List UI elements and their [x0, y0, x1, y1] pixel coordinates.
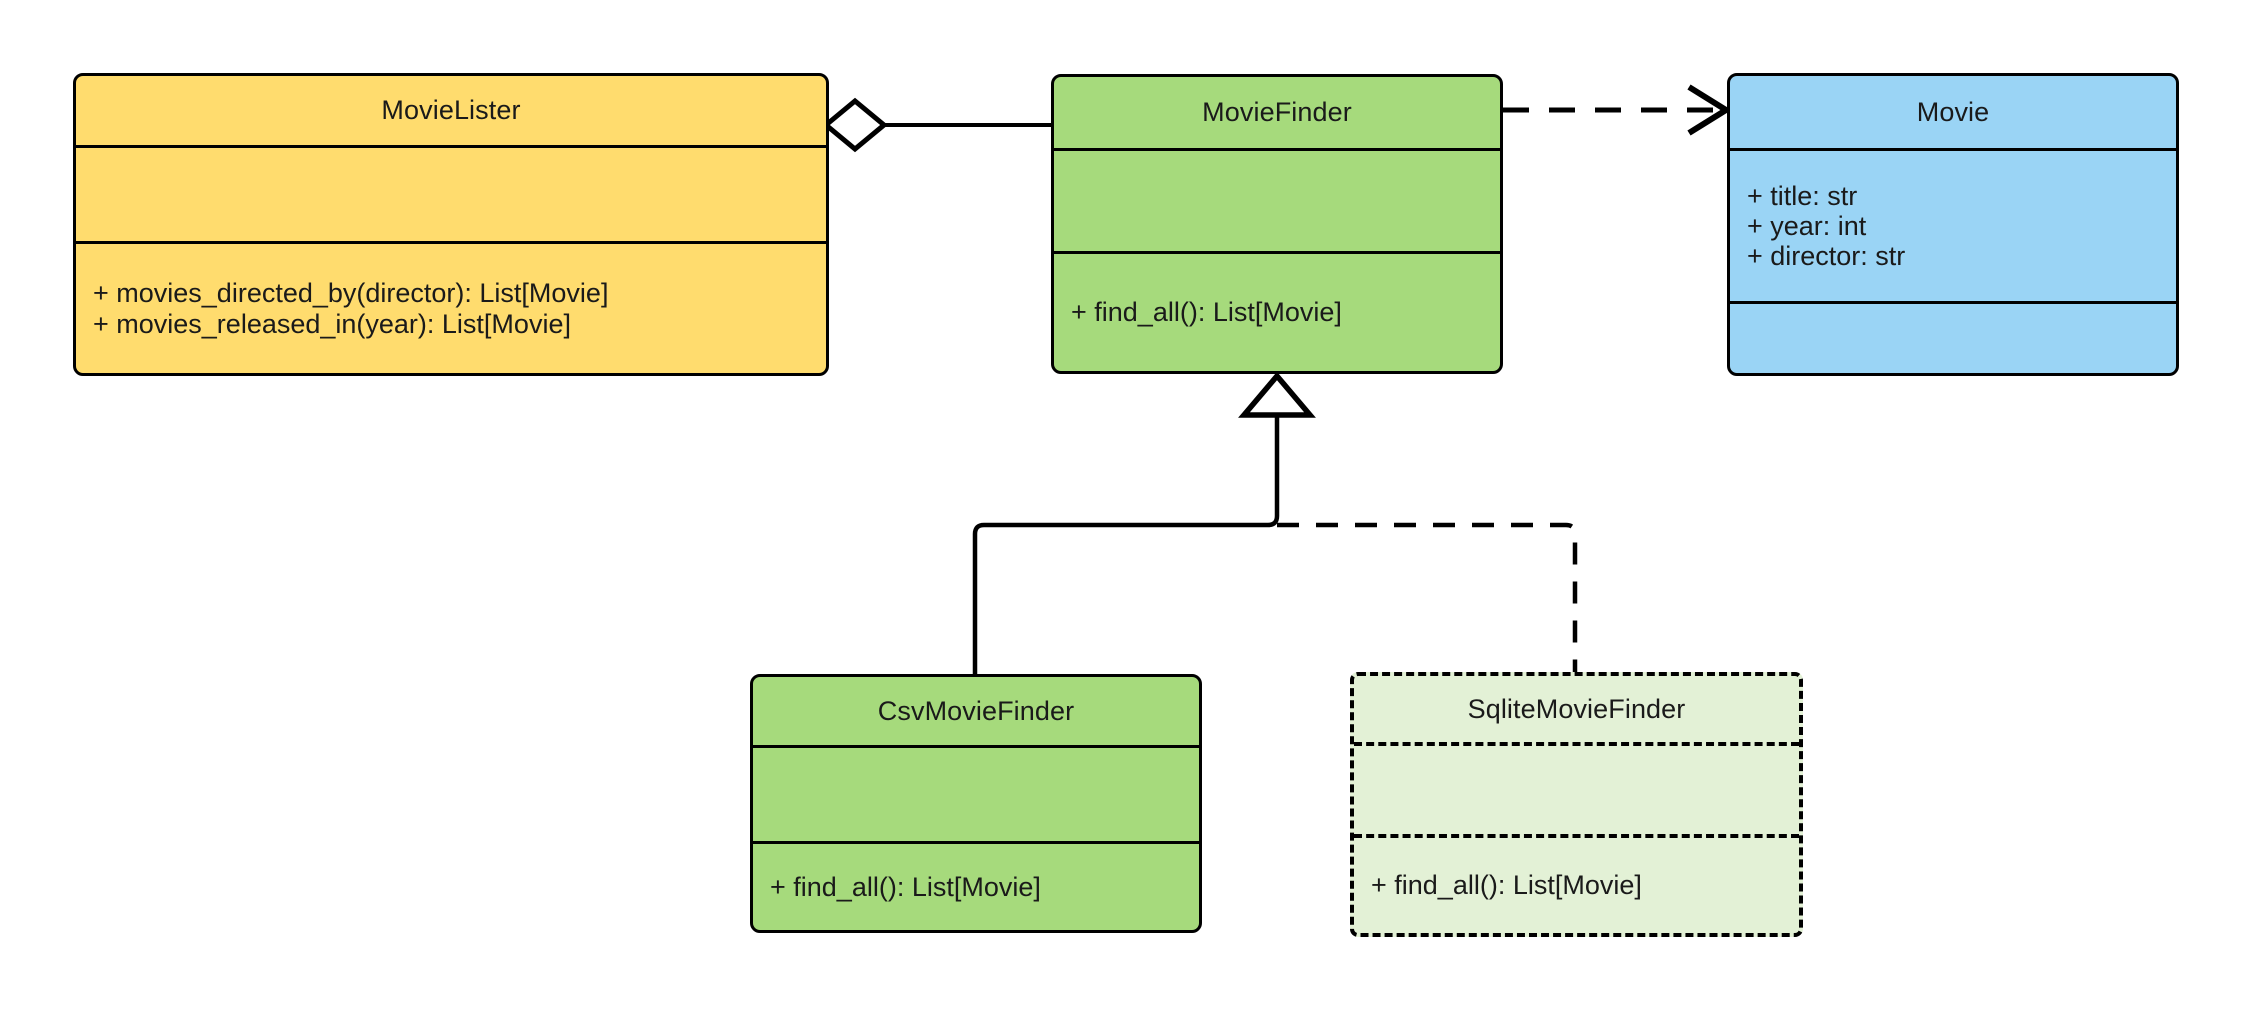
generalization-sqlite-finder: [1277, 522, 1578, 672]
class-name-sqlite-movie-finder: SqliteMovieFinder: [1467, 693, 1686, 724]
class-box-movie-finder[interactable]: MovieFinder + find_all(): List[Movie]: [1051, 74, 1503, 374]
class-name-movie-finder: MovieFinder: [1202, 97, 1352, 127]
class-name-movie-lister: MovieLister: [381, 95, 521, 125]
hollow-triangle-icon: [1238, 371, 1316, 418]
attribute-item: + year: int: [1747, 210, 1867, 241]
method-item: + find_all(): List[Movie]: [1371, 870, 1642, 901]
class-box-movie[interactable]: Movie + title: str + year: int + directo…: [1727, 73, 2179, 376]
attributes-compartment-movie: + title: str + year: int + director: str: [1730, 148, 2176, 301]
method-item: + movies_released_in(year): List[Movie]: [93, 308, 571, 339]
class-box-sqlite-movie-finder[interactable]: SqliteMovieFinder + find_all(): List[Mov…: [1350, 672, 1803, 937]
method-item: + find_all(): List[Movie]: [770, 871, 1041, 902]
hollow-diamond-icon: [822, 97, 888, 153]
class-name-csv-movie-finder: CsvMovieFinder: [877, 695, 1075, 726]
open-arrow-icon: [1687, 84, 1732, 136]
generalization-dashed-path: [1277, 522, 1578, 672]
attributes-compartment-csv-movie-finder: [753, 745, 1199, 841]
methods-compartment-movie: [1730, 301, 2176, 373]
methods-compartment-sqlite-movie-finder: + find_all(): List[Movie]: [1354, 834, 1799, 933]
attributes-compartment-movie-lister: [76, 145, 826, 241]
class-box-csv-movie-finder[interactable]: CsvMovieFinder + find_all(): List[Movie]: [750, 674, 1202, 933]
methods-compartment-movie-finder: + find_all(): List[Movie]: [1054, 251, 1500, 371]
class-name-movie: Movie: [1916, 96, 1990, 127]
method-item: + movies_directed_by(director): List[Mov…: [93, 278, 609, 309]
methods-compartment-csv-movie-finder: + find_all(): List[Movie]: [753, 841, 1199, 930]
attributes-compartment-movie-finder: [1054, 148, 1500, 251]
class-box-movie-lister[interactable]: MovieLister + movies_directed_by(directo…: [73, 73, 829, 376]
method-item: + find_all(): List[Movie]: [1071, 297, 1342, 328]
attributes-compartment-sqlite-movie-finder: [1354, 742, 1799, 834]
dependency-finder-movie: [1503, 84, 1732, 136]
methods-compartment-movie-lister: + movies_directed_by(director): List[Mov…: [76, 241, 826, 373]
attribute-item: + title: str: [1747, 180, 1858, 211]
aggregation-lister-finder: [822, 97, 1051, 153]
generalization-solid-path: [972, 412, 1280, 674]
attribute-item: + director: str: [1747, 241, 1906, 272]
generalization-csv-finder: [972, 412, 1280, 674]
